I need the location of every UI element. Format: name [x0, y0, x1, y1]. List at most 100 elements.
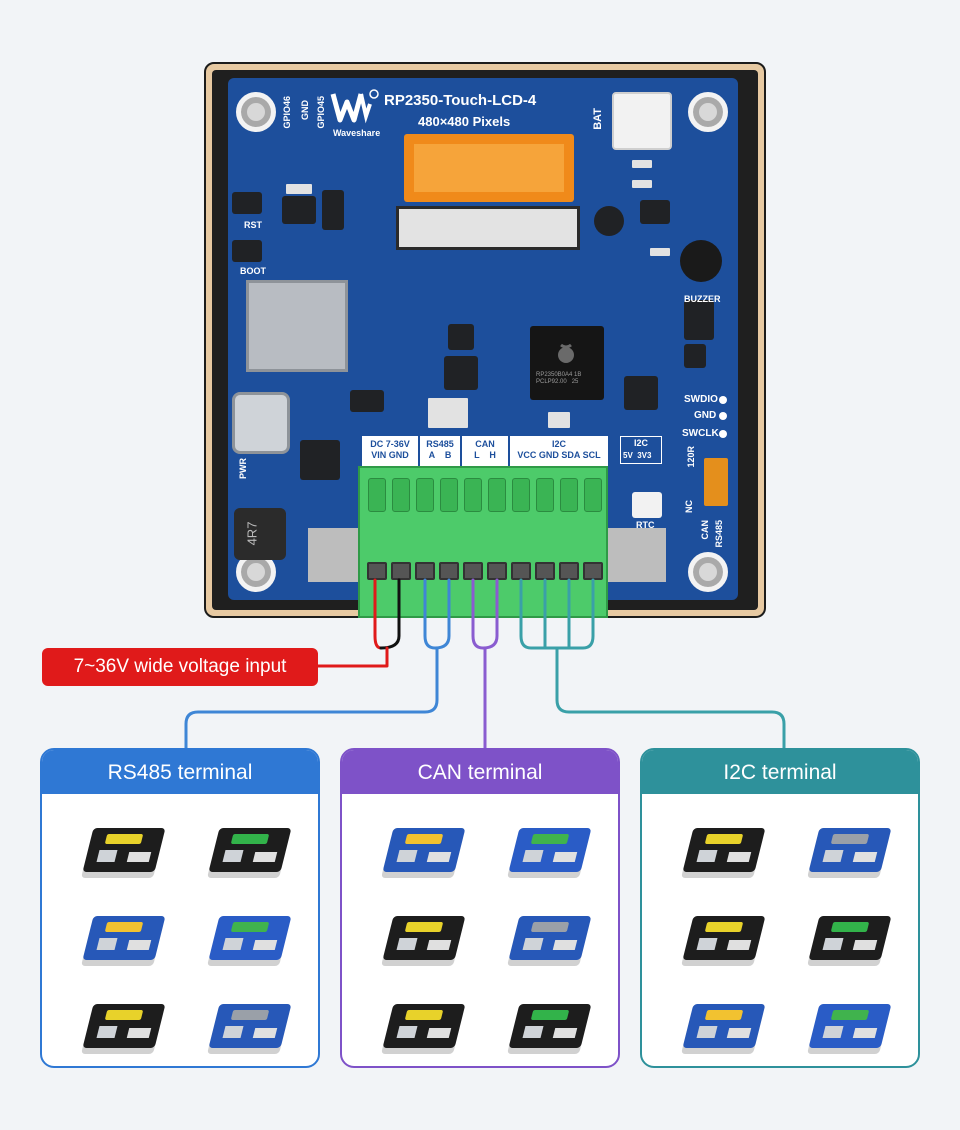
rs485-usb-converter-image — [72, 814, 176, 886]
regulator-chip — [282, 196, 316, 224]
terminal-slot-1 — [368, 478, 386, 512]
rs485-pi-hat-image — [72, 902, 176, 974]
i2c-card-grid — [642, 794, 918, 1066]
dc-converter-chip — [300, 440, 340, 480]
hdr-group-rs485: RS485 A B — [418, 436, 460, 466]
mcu-marking: RP2350B0A4 1B PCLP92.00 25 — [536, 372, 582, 385]
rst-label: RST — [244, 220, 262, 230]
hdr-group-i2c-pins: VCC GND SDA SCL — [517, 450, 601, 460]
usb-c-port — [232, 392, 290, 454]
rs485-relay-module-image — [72, 990, 176, 1062]
mount-hole-bottom-right — [688, 552, 728, 592]
charge-chip — [640, 200, 670, 224]
can-terminal-card: CAN terminal — [340, 748, 620, 1068]
crystal — [548, 412, 570, 428]
swclk-label: SWCLK — [682, 428, 719, 439]
can-isolated-hat-image — [498, 990, 602, 1062]
rst-button — [232, 192, 262, 214]
hdr-group-i2c-title: I2C — [551, 439, 566, 449]
voltage-input-callout: 7~36V wide voltage input — [42, 648, 318, 686]
brand-label: Waveshare — [333, 128, 381, 138]
mount-hole-top-left — [236, 92, 276, 132]
dip-switch — [704, 458, 728, 506]
flash-chip — [444, 356, 478, 390]
rtc-label: RTC — [636, 520, 655, 530]
regulator-tab — [286, 184, 312, 194]
rs485-industrial-module-image — [198, 814, 302, 886]
raspberry-logo-icon — [558, 343, 574, 363]
screw-terminal-block — [358, 466, 608, 618]
rs485-serial-hat-image — [198, 990, 302, 1062]
diode-chip — [350, 390, 384, 412]
fuse-component — [428, 398, 468, 428]
boot-button — [232, 240, 262, 262]
imu-chip — [448, 324, 474, 350]
swclk-pad — [719, 430, 727, 438]
resistor-rs60-b — [632, 180, 652, 188]
audio-chip — [684, 300, 714, 340]
power-inductor — [234, 508, 286, 560]
waveshare-logo-icon — [330, 89, 379, 124]
i2c-sensor-board-image — [672, 814, 776, 886]
battery-connector — [612, 92, 672, 150]
wire-i2c-to-card — [555, 646, 786, 750]
i2c-rtc-module-image — [672, 902, 776, 974]
wire-rs485-to-card — [184, 646, 439, 750]
terminal-slot-6 — [488, 478, 506, 512]
hdr-group-can: CAN L H — [460, 436, 508, 466]
can-pico-module-image — [372, 902, 476, 974]
microsd-slot — [246, 280, 348, 372]
wire-can-loop — [471, 578, 499, 650]
i2c-select-box — [620, 436, 662, 464]
terminal-slot-5 — [464, 478, 482, 512]
wire-rs485-loop — [423, 578, 451, 650]
i2c-small-sensor-image — [798, 990, 902, 1062]
terminal-screw-1 — [367, 562, 387, 580]
can-arduino-shield-image — [372, 990, 476, 1062]
i2c-camera-sensor-image — [672, 990, 776, 1062]
gnd-pad — [719, 412, 727, 420]
mosfet-chip — [322, 190, 344, 230]
fpc-connector — [396, 206, 580, 250]
board-resolution: 480×480 Pixels — [418, 114, 511, 129]
terminal-slot-8 — [536, 478, 554, 512]
rs485-terminal-card: RS485 terminal — [40, 748, 320, 1068]
terminal-slot-9 — [560, 478, 578, 512]
wire-power-negative — [379, 578, 401, 650]
hdr-group-dc-pins: VIN GND — [371, 450, 409, 460]
wire-power-to-callout — [316, 646, 389, 668]
rtc-chip — [624, 376, 658, 410]
rtc-battery-connector — [632, 492, 662, 518]
can-transceiver-board-image — [498, 814, 602, 886]
swdio-label: SWDIO — [684, 394, 718, 405]
terminal-slot-7 — [512, 478, 530, 512]
boot-label: BOOT — [240, 266, 266, 276]
can-pi-hat-image — [498, 902, 602, 974]
rs485-can-hat-image — [198, 902, 302, 974]
hdr-group-dc: DC 7-36V VIN GND — [362, 436, 418, 466]
hdr-group-can-title: CAN — [475, 439, 495, 449]
i2c-sensor-module-image — [798, 902, 902, 974]
i2c-card-title: I2C terminal — [642, 750, 918, 794]
terminal-slot-3 — [416, 478, 434, 512]
i2c-select-title: I2C — [634, 438, 649, 448]
swdio-pad — [719, 396, 727, 404]
i2c-select-options: 5V 3V3 — [623, 451, 652, 460]
driver-chip — [684, 344, 706, 368]
i2c-expander-board-image — [798, 814, 902, 886]
can-industrial-module-image — [372, 814, 476, 886]
terminal-slot-10 — [584, 478, 602, 512]
can-card-title: CAN terminal — [342, 750, 618, 794]
buzzer-label: BUZZER — [684, 294, 721, 304]
rs485-card-title: RS485 terminal — [42, 750, 318, 794]
wire-i2c-bus — [519, 578, 595, 650]
resistor-rs60-a — [632, 160, 652, 168]
i2c-terminal-card: I2C terminal — [640, 748, 920, 1068]
terminal-screw-2 — [391, 562, 411, 580]
hdr-group-rs485-title: RS485 — [426, 439, 454, 449]
resistor-rs60-c — [650, 248, 670, 256]
rs485-card-grid — [42, 794, 318, 1066]
buzzer — [680, 240, 722, 282]
hdr-group-can-pins: L H — [474, 450, 496, 460]
wiring-diagram — [184, 578, 786, 750]
